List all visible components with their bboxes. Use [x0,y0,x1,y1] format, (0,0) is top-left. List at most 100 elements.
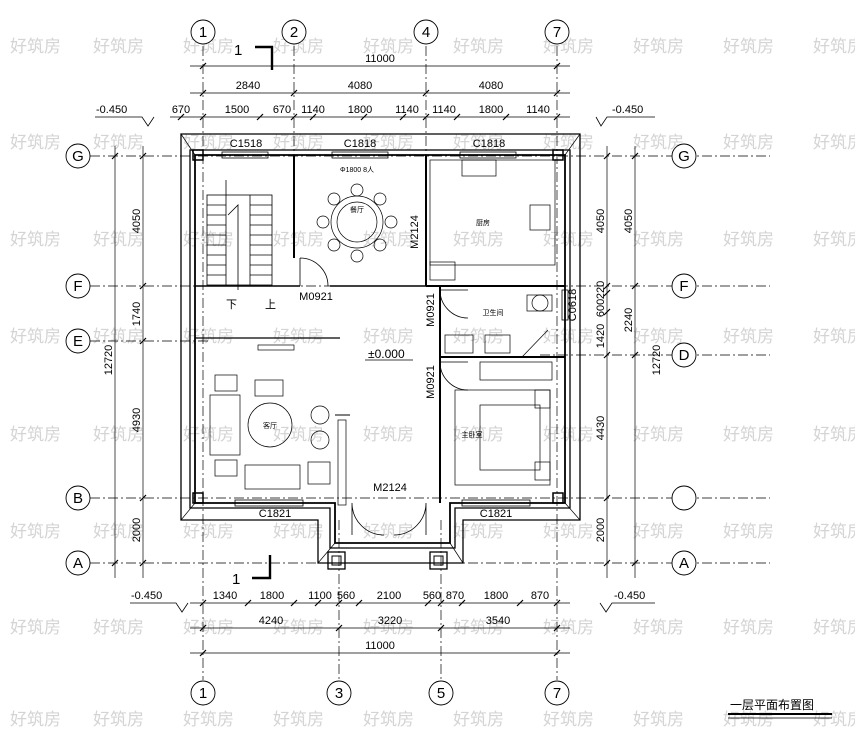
window-label: C1818 [473,138,505,150]
room-bedroom: 主卧室 [462,430,483,439]
dim-text: 1340 [213,590,237,602]
watermark-text: 好筑房 [813,327,855,347]
room-labels: Φ1800 8人 餐厅 厨房 卫生间 主卧室 客厅 [263,166,504,439]
dim-text: 4240 [259,615,283,627]
dim-text: 2100 [377,590,401,602]
axis-label: 3 [335,685,343,702]
window-label: C1518 [230,138,262,150]
watermark-text: 好筑房 [363,522,414,542]
axis-label: 2 [290,24,298,41]
dim-text: 4080 [348,80,372,92]
dim-text: 4050 [595,209,607,233]
axis-label: A [679,555,689,572]
dimension-tick [424,599,432,607]
dim-text: 2240 [623,308,635,332]
dim-text: 4430 [595,416,607,440]
watermark-text: 好筑房 [723,327,774,347]
section-number: 1 [234,42,242,59]
bottom-dimensions: 1340 1800 1100 560 2100 560 870 1800 870… [213,590,549,652]
axis-label: D [679,347,690,364]
dim-text: 220 [595,281,607,299]
watermark-text: 好筑房 [543,133,594,153]
watermark-text: 好筑房 [723,522,774,542]
watermark-text: 好筑房 [813,37,855,57]
dim-text: 1140 [432,104,456,116]
room-living: 客厅 [263,421,277,430]
section-number: 1 [232,571,240,588]
dimension-tick [603,351,611,359]
dimension-tick [603,308,611,316]
dimension-tick [603,494,611,502]
dimension-tick [335,599,343,607]
stair-up-label: 上 [265,298,276,311]
door-label: M2124 [409,215,421,249]
window-label: C0618 [567,289,579,321]
dimension-tick [139,152,147,160]
axis-label: 4 [422,24,430,41]
axis-label: B [73,490,83,507]
dimension-tick [177,113,185,121]
stair-down-label: 下 [226,299,237,311]
dimension-tick [290,599,298,607]
axis-label: F [679,278,688,295]
dimension-tick [553,89,561,97]
window-label: C1818 [344,138,376,150]
dim-text: 11000 [365,53,395,65]
dimension-tick [244,599,252,607]
dimension-tick [139,494,147,502]
watermark-text: 好筑房 [363,37,414,57]
watermark-text: 好筑房 [543,522,594,542]
window-label: C1821 [259,508,291,520]
watermark-text: 好筑房 [273,133,324,153]
dim-text: 12720 [103,345,115,376]
dimension-tick [631,351,639,359]
dim-text: 1800 [484,590,508,602]
dim-text: 12720 [651,345,663,376]
dim-text: 3540 [486,615,510,627]
watermark-text: 好筑房 [633,425,684,445]
dimension-tick [603,152,611,160]
watermark-text: 好筑房 [10,710,61,730]
watermark-text: 好筑房 [723,425,774,445]
watermark-text: 好筑房 [453,37,504,57]
watermark-text: 好筑房 [273,230,324,250]
watermark-text: 好筑房 [10,37,61,57]
watermark-text: 好筑房 [273,522,324,542]
axis-bubbles [65,19,697,706]
watermark-text: 好筑房 [93,522,144,542]
room-dining: 餐厅 [350,205,364,214]
dimension-tick [631,152,639,160]
left-dimensions: 4050 1740 4930 2000 12720 [103,209,143,542]
dining-note: Φ1800 8人 [340,166,374,174]
dimension-tick [631,559,639,567]
dimension-tick [309,113,317,121]
furniture [209,159,556,506]
dimension-tick [437,624,445,632]
door-labels: M2124 M0921 M0921 M0921 M2124 [299,215,437,494]
dim-text: 1500 [225,104,249,116]
watermark-text: 好筑房 [183,522,234,542]
watermark-text: 好筑房 [10,133,61,153]
watermark-text: 好筑房 [93,133,144,153]
level-ne: -0.450 [612,104,643,116]
floor-level: ±0.000 [368,347,405,361]
dimension-tick [199,89,207,97]
dimension-tick [631,282,639,290]
watermark-text: 好筑房 [723,133,774,153]
axis-label: A [73,555,83,572]
axis-labels: 1 2 4 7 1 3 5 7 G F E B A G F D A [72,24,690,702]
dimension-tick [199,624,207,632]
right-dimensions: 4050 220 600 1420 4430 2000 4050 2240 12… [595,209,663,542]
dim-text: 4050 [131,209,143,233]
dim-text: 870 [446,590,464,602]
door-label: M2124 [373,482,407,494]
dimension-tick [290,113,298,121]
dimension-ticks [111,62,639,657]
dim-text: 1140 [301,104,325,116]
axis-label: E [73,333,83,350]
watermark-text: 好筑房 [10,230,61,250]
watermark-text: 好筑房 [183,710,234,730]
axis-label: 1 [199,685,207,702]
dimension-tick [603,282,611,290]
